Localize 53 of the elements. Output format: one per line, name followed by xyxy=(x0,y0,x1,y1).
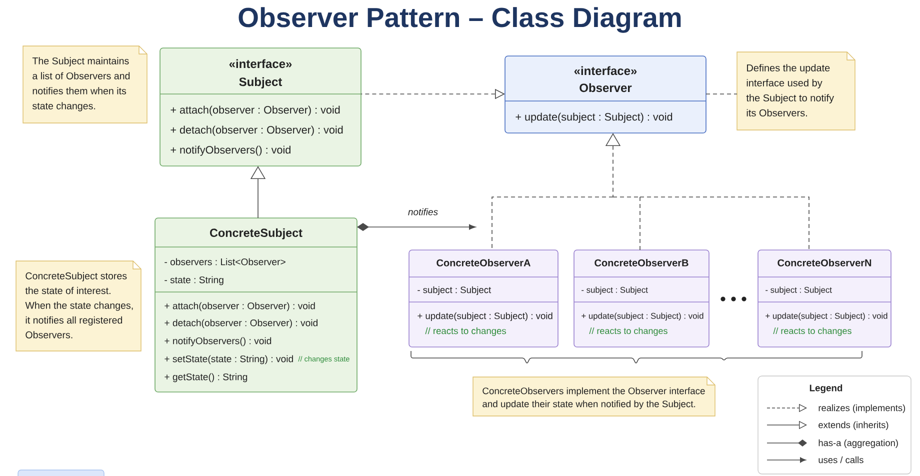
note-text: ConcreteSubject stores the state of interest. When the state changes, it notifies all registered Observers. xyxy=(25,272,133,338)
note-box xyxy=(22,46,148,124)
class-box xyxy=(160,48,362,166)
class-box xyxy=(154,218,358,392)
attribute-text: - state : String xyxy=(164,276,224,286)
class-name: ConcreteObserverN xyxy=(778,259,872,266)
method-text: + setState(state : String) : void xyxy=(164,355,293,364)
method-text: + getState() : String xyxy=(164,373,248,382)
method-text: + update(subject : Subject) : void xyxy=(582,312,704,320)
connector-line xyxy=(640,196,810,250)
edge-label: notifies xyxy=(406,207,440,216)
note-box xyxy=(16,260,142,352)
note-text: ConcreteObservers implement the Observer interface and update their state when notified by the Subject. xyxy=(482,387,705,410)
attribute-text: - observers : List<Observer> xyxy=(164,258,286,266)
method-text: + notifyObservers() : void xyxy=(170,146,290,156)
method-text: + attach(observer : Observer) : void xyxy=(170,106,340,116)
method-text: + notifyObservers() : void xyxy=(164,337,272,346)
class-name: ConcreteObserverB xyxy=(594,259,688,266)
legend-text: uses / calls xyxy=(818,456,864,464)
method-text: + update(subject : Subject) : void xyxy=(766,312,888,320)
connector-line xyxy=(492,196,614,250)
class-name: Observer xyxy=(580,83,632,92)
legend-title: Legend xyxy=(810,384,842,394)
legend-text: has-a (aggregation) xyxy=(818,439,898,448)
title: Observer Pattern – Class Diagram xyxy=(238,7,681,33)
method-text: + update(subject : Subject) : void xyxy=(516,112,672,123)
association-arrow xyxy=(357,223,476,231)
stereotype-label: «interface» xyxy=(574,66,637,76)
class-box xyxy=(504,56,706,134)
method-text: + detach(observer : Observer) : void xyxy=(170,126,343,136)
method-text: + update(subject : Subject) : void xyxy=(418,312,552,321)
note-box xyxy=(472,376,716,416)
code-comment: // reacts to changes xyxy=(589,327,668,336)
class-name: ConcreteObserverA xyxy=(436,259,530,266)
code-comment: // reacts to changes xyxy=(425,327,506,336)
attribute-text: - subject : Subject xyxy=(582,286,648,294)
note-text: Defines the update interface used by the Subject to notify its Observers. xyxy=(746,64,834,116)
stereotype-label: «interface» xyxy=(229,59,292,68)
note-box xyxy=(736,52,856,130)
class-name: ConcreteSubject xyxy=(210,228,302,240)
attribute-text: - subject : Subject xyxy=(418,286,492,295)
note-text: The Subject maintains a list of Observers and notifies them when its state changes. xyxy=(32,57,130,112)
class-box xyxy=(408,250,558,348)
class-box xyxy=(574,250,710,348)
class-box xyxy=(758,250,892,348)
attribute-text: - subject : Subject xyxy=(766,286,832,294)
legend-text: realizes (implements) xyxy=(818,404,906,413)
connector-line xyxy=(612,196,640,198)
method-text: + detach(observer : Observer) : void xyxy=(164,319,318,328)
legend-text: extends (inherits) xyxy=(818,421,888,430)
method-text: + attach(observer : Observer) : void xyxy=(164,302,315,312)
code-comment: // reacts to changes xyxy=(773,327,852,336)
class-name: Subject xyxy=(239,77,282,88)
